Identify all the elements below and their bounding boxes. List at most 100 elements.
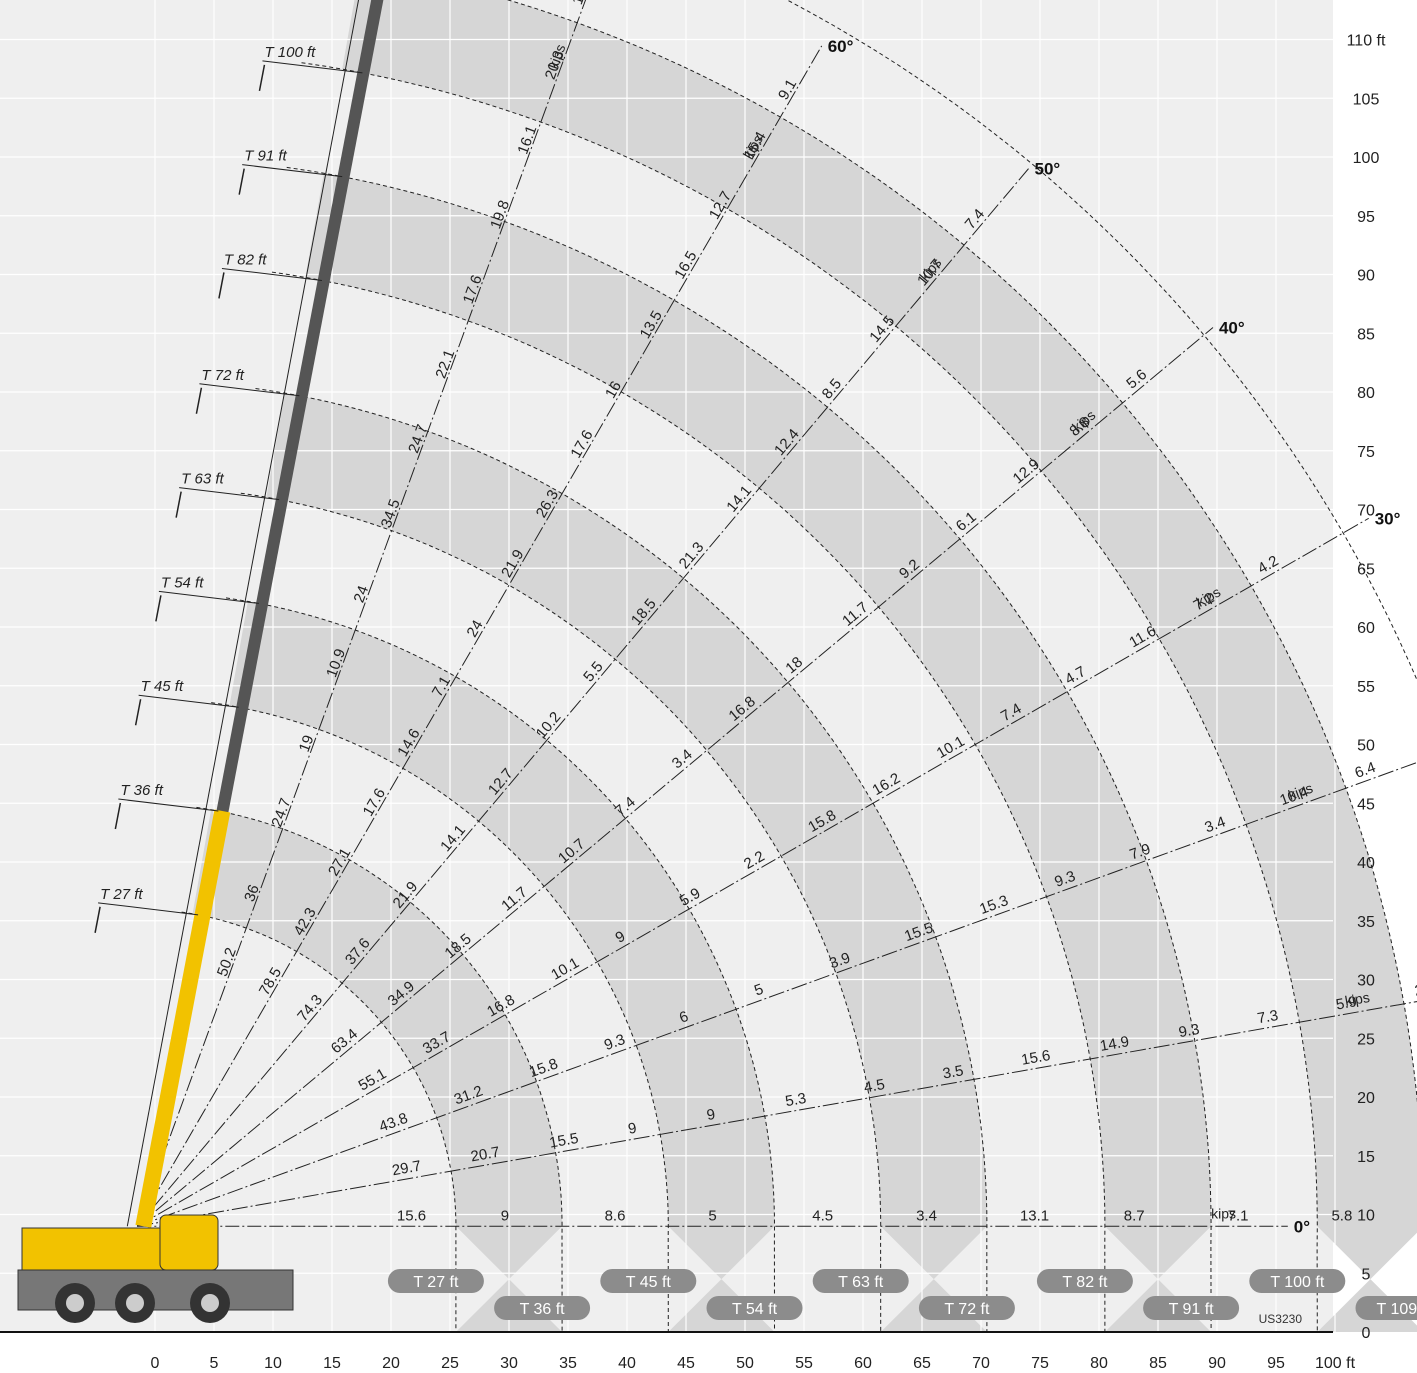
y-tick-label: 15 (1357, 1149, 1375, 1166)
load-value: 3.5 (941, 1062, 964, 1082)
load-value: 20.7 (469, 1144, 501, 1166)
grid (0, 0, 1333, 1332)
y-tick-label: 40 (1357, 855, 1375, 872)
boom-angle-label: 0° (1294, 1217, 1310, 1236)
y-tick-label: 110 ft (1347, 33, 1386, 50)
y-tick-label: 30 (1357, 973, 1375, 990)
range-arc (225, 597, 776, 1333)
length-arrow (238, 168, 245, 195)
length-leader (262, 60, 363, 74)
boom-length-pill-label: T 27 ft (413, 1274, 459, 1291)
length-leader (138, 694, 239, 708)
load-value: 3.4 (916, 1207, 937, 1224)
boom-angle-line (136, 168, 1029, 1227)
guy-line (126, 0, 360, 1227)
length-arrow (258, 64, 266, 91)
boom-angle-line (137, 1001, 1417, 1227)
x-tick-label: 70 (972, 1355, 990, 1372)
length-label: T 36 ft (120, 782, 163, 799)
y-tick-label: 35 (1357, 914, 1375, 931)
load-value: 24 (464, 617, 487, 640)
x-tick-label: 10 (264, 1355, 282, 1372)
length-label: T 63 ft (181, 471, 224, 488)
load-value: 7.9 (1127, 840, 1152, 863)
crane-vehicle-illustration (17, 1214, 294, 1323)
x-tick-label: 20 (382, 1355, 400, 1372)
y-tick-label: 25 (1357, 1031, 1375, 1048)
length-label: T 45 ft (141, 678, 184, 695)
load-value: 9 (501, 1207, 509, 1224)
y-tick-label: 85 (1357, 326, 1375, 343)
boom-length-pill (600, 1269, 697, 1293)
radius-band (305, 173, 1212, 1333)
wheel-hub (126, 1294, 144, 1312)
boom-angle-line (136, 327, 1214, 1227)
x-tick-label: 35 (559, 1355, 577, 1372)
length-label: T 54 ft (161, 574, 204, 591)
y-tick-label: 20 (1357, 1090, 1375, 1107)
range-arc (240, 492, 882, 1333)
load-value: 24 (351, 583, 373, 605)
load-value: 9.3 (1052, 868, 1077, 891)
x-tick-label: 5 (210, 1355, 219, 1372)
y-tick-label: 45 (1357, 796, 1375, 813)
wheel-hub (66, 1294, 84, 1312)
radius-band (229, 601, 775, 1332)
load-value: 15.5 (548, 1130, 580, 1152)
load-value: 9.3 (1177, 1021, 1200, 1041)
boom-length-pill-label: T 72 ft (944, 1301, 990, 1318)
y-tick-label: 10 (1357, 1208, 1375, 1225)
boom-length-pill-label: T 109 ft (1377, 1301, 1417, 1318)
boom-length-pill-label: T 63 ft (838, 1274, 884, 1291)
load-value: 8.7 (1124, 1207, 1145, 1224)
length-leader (221, 267, 322, 281)
unit-label: kips (1286, 780, 1315, 804)
boom-section-base (135, 809, 231, 1228)
length-label: T 82 ft (224, 251, 267, 268)
boom-angle-line (137, 517, 1369, 1227)
boom-angle-label: 50° (1035, 160, 1061, 179)
boom-angle-lines: 70°60°50°40°30°20°10°0° (136, 0, 1417, 1236)
boom-length-pill-label: T 45 ft (626, 1274, 672, 1291)
load-value: 16 (602, 378, 625, 401)
boom-length-pill (1036, 1269, 1133, 1293)
x-tick-label: 30 (500, 1355, 518, 1372)
x-tick-label: 60 (854, 1355, 872, 1372)
range-arc (196, 806, 563, 1333)
load-value: 15.6 (397, 1207, 426, 1224)
y-tick-label: 95 (1357, 209, 1375, 226)
x-tick-label: 25 (441, 1355, 459, 1372)
wheel-hub (201, 1294, 219, 1312)
load-value: 13.2 (569, 0, 595, 7)
length-label: T 100 ft (264, 44, 316, 61)
boom-length-pill (918, 1296, 1015, 1320)
boom-length-pill-label: T 91 ft (1169, 1301, 1215, 1318)
boom-length-pill-label: T 100 ft (1270, 1274, 1325, 1291)
y-tick-label: 55 (1357, 679, 1375, 696)
boom-length-pill (812, 1269, 909, 1293)
x-tick-label: 80 (1090, 1355, 1108, 1372)
boom-angle-label: 40° (1219, 318, 1245, 337)
load-value: 8.6 (605, 1207, 626, 1224)
load-value: 3.9 (827, 949, 852, 972)
boom-length-pill (706, 1296, 803, 1320)
length-leader (242, 164, 343, 178)
y-tick-label: 100 (1353, 150, 1380, 167)
boom-length-pill-label: T 36 ft (520, 1301, 566, 1318)
x-tick-label: 90 (1208, 1355, 1226, 1372)
x-tick-label: 85 (1149, 1355, 1167, 1372)
x-tick-label: 100 ft (1315, 1355, 1356, 1372)
boom-length-pill (1143, 1296, 1240, 1320)
load-value: 4.5 (812, 1207, 833, 1224)
length-arrow (155, 595, 162, 622)
load-value: 36 (241, 882, 263, 904)
load-value: 9 (705, 1106, 716, 1124)
load-value: 4.5 (863, 1076, 886, 1096)
load-value: 9 (627, 1120, 638, 1138)
length-label: T 72 ft (201, 367, 244, 384)
load-value: 7.1 (1228, 1207, 1249, 1224)
load-value: 19 (296, 733, 318, 755)
drawing-code: US3230 (1259, 1312, 1303, 1326)
